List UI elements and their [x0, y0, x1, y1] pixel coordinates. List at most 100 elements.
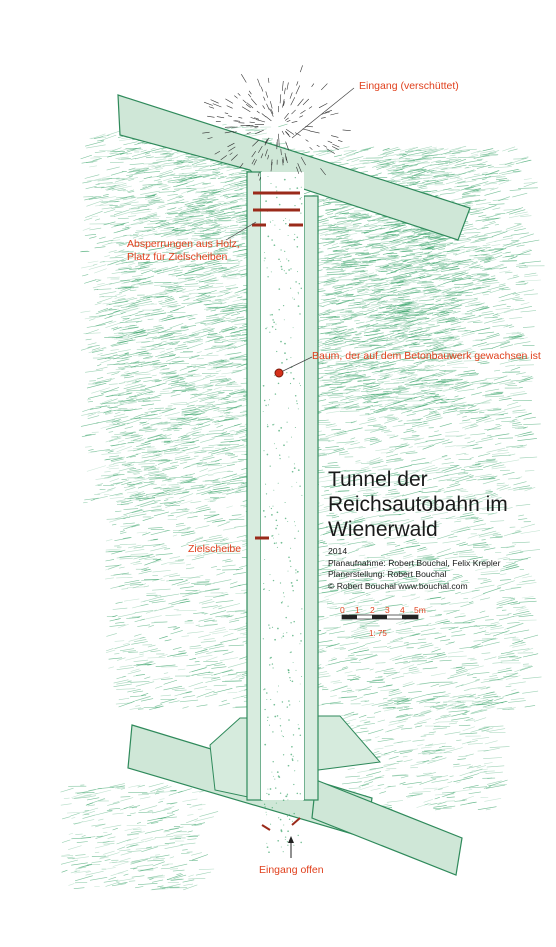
hatch-stroke [229, 355, 250, 359]
hatch-stroke [367, 418, 376, 421]
hatch-stroke [85, 446, 92, 448]
hatch-stroke [487, 170, 500, 175]
hatch-stroke [85, 329, 99, 335]
hatch-stroke [91, 215, 99, 218]
hatch-stroke [223, 527, 236, 531]
hatch-stroke [474, 266, 483, 269]
hatch-stroke [336, 667, 349, 672]
hatch-stroke [187, 404, 195, 407]
hatch-stroke [481, 543, 492, 548]
hatch-stroke [496, 597, 514, 603]
hatch-stroke [221, 377, 231, 382]
hatch-stroke [118, 697, 130, 701]
hatch-stroke [337, 525, 351, 530]
hatch-stroke [152, 588, 171, 591]
hatch-stroke [385, 604, 403, 607]
hatch-stroke [170, 630, 183, 635]
hatch-stroke [180, 265, 196, 268]
hatch-stroke [446, 360, 463, 364]
hatch-stroke [115, 621, 125, 624]
hatch-stroke [472, 672, 490, 675]
hatch-stroke [177, 238, 189, 240]
hatch-stroke [181, 279, 195, 282]
hatch-stroke [107, 241, 122, 244]
hatch-stroke [203, 307, 219, 310]
hatch-stroke [227, 691, 238, 694]
hatch-stroke [141, 568, 151, 572]
hatch-stroke [350, 437, 356, 440]
hatch-stroke [182, 446, 200, 452]
hatch-stroke [128, 513, 147, 518]
hatch-stroke [502, 235, 513, 238]
hatch-stroke [402, 594, 416, 598]
hatch-stroke [376, 398, 395, 403]
hatch-stroke [467, 542, 487, 546]
hatch-stroke [97, 140, 105, 142]
hatch-stroke [102, 135, 110, 137]
hatch-stroke [213, 487, 229, 490]
hatch-stroke [411, 435, 420, 437]
hatch-stroke [514, 556, 531, 563]
hatch-stroke [174, 689, 187, 691]
hatch-stroke [185, 487, 204, 490]
hatch-stroke [205, 662, 223, 667]
hatch-stroke [155, 664, 176, 667]
hatch-stroke [365, 381, 376, 386]
hatch-stroke [318, 475, 332, 479]
hatch-stroke [170, 448, 177, 451]
hatch-stroke [144, 661, 154, 665]
hatch-stroke [211, 677, 220, 680]
hatch-stroke [235, 568, 244, 571]
hatch-stroke [222, 651, 234, 655]
hatch-stroke [339, 658, 357, 663]
hatch-stroke [390, 406, 405, 410]
hatch-stroke [179, 257, 191, 261]
hatch-stroke [228, 319, 245, 323]
hatch-stroke [162, 153, 171, 156]
hatch-stroke [213, 496, 226, 500]
hatch-stroke [212, 301, 223, 303]
hatch-stroke [371, 248, 389, 254]
hatch-stroke [457, 169, 475, 176]
hatch-stroke [147, 327, 163, 331]
hatch-stroke [195, 536, 203, 540]
hatch-stroke [123, 376, 134, 379]
hatch-stroke [125, 304, 136, 308]
hatch-stroke [139, 295, 148, 299]
hatch-stroke [228, 434, 234, 436]
hatch-stroke [114, 537, 131, 541]
hatch-stroke [440, 639, 451, 642]
hatch-stroke [127, 331, 147, 338]
hatch-stroke [327, 469, 347, 475]
hatch-stroke [179, 461, 188, 465]
hatch-stroke [190, 477, 197, 480]
hatch-stroke [193, 424, 211, 430]
hatch-stroke [208, 211, 214, 214]
hatch-stroke [483, 462, 502, 468]
hatch-stroke [337, 294, 354, 298]
hatch-stroke [386, 450, 395, 454]
hatch-stroke [463, 369, 476, 373]
hatch-stroke [205, 678, 221, 683]
hatch-stroke [347, 446, 363, 450]
hatch-stroke [342, 666, 348, 669]
hatch-stroke [498, 655, 516, 659]
hatch-stroke [347, 328, 354, 331]
hatch-stroke [216, 212, 229, 218]
hatch-stroke [152, 570, 171, 573]
hatch-stroke [130, 561, 141, 564]
hatch-stroke [217, 201, 225, 203]
hatch-stroke [158, 223, 176, 229]
hatch-stroke [459, 526, 470, 530]
hatch-stroke [105, 551, 123, 553]
hatch-stroke [208, 205, 217, 207]
hatch-stroke [387, 414, 394, 416]
hatch-stroke [124, 356, 133, 359]
hatch-stroke [135, 373, 151, 376]
hatch-stroke [181, 188, 196, 194]
hatch-stroke [225, 545, 236, 548]
hatch-stroke [163, 332, 173, 336]
hatch-stroke [119, 339, 134, 344]
hatch-stroke [111, 206, 124, 209]
hatch-stroke [448, 299, 455, 301]
